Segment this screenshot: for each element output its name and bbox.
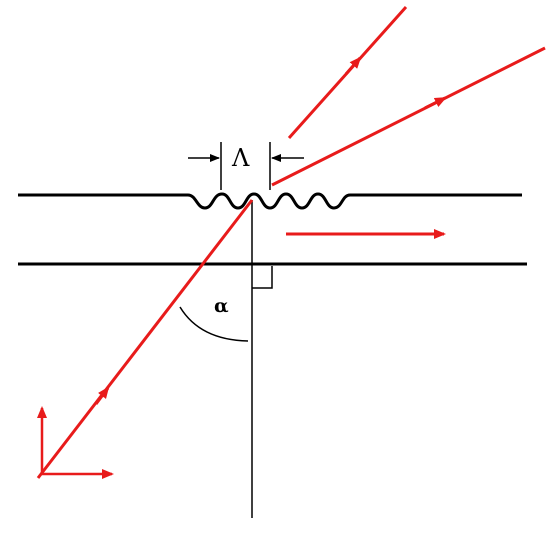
period-lambda-label: Λ <box>231 144 250 172</box>
angle-alpha-arc <box>179 306 249 342</box>
diffracted-ray-lower-arrow <box>424 96 447 110</box>
incident-ray-arrow <box>94 386 110 405</box>
waveguide-top-boundary <box>18 192 522 210</box>
diffracted-ray-lower <box>271 46 546 187</box>
angle-alpha-label: α <box>214 295 229 317</box>
right-angle-marker <box>252 266 273 289</box>
incident-ray <box>36 199 254 479</box>
diffracted-ray-upper-arrow <box>344 56 362 75</box>
